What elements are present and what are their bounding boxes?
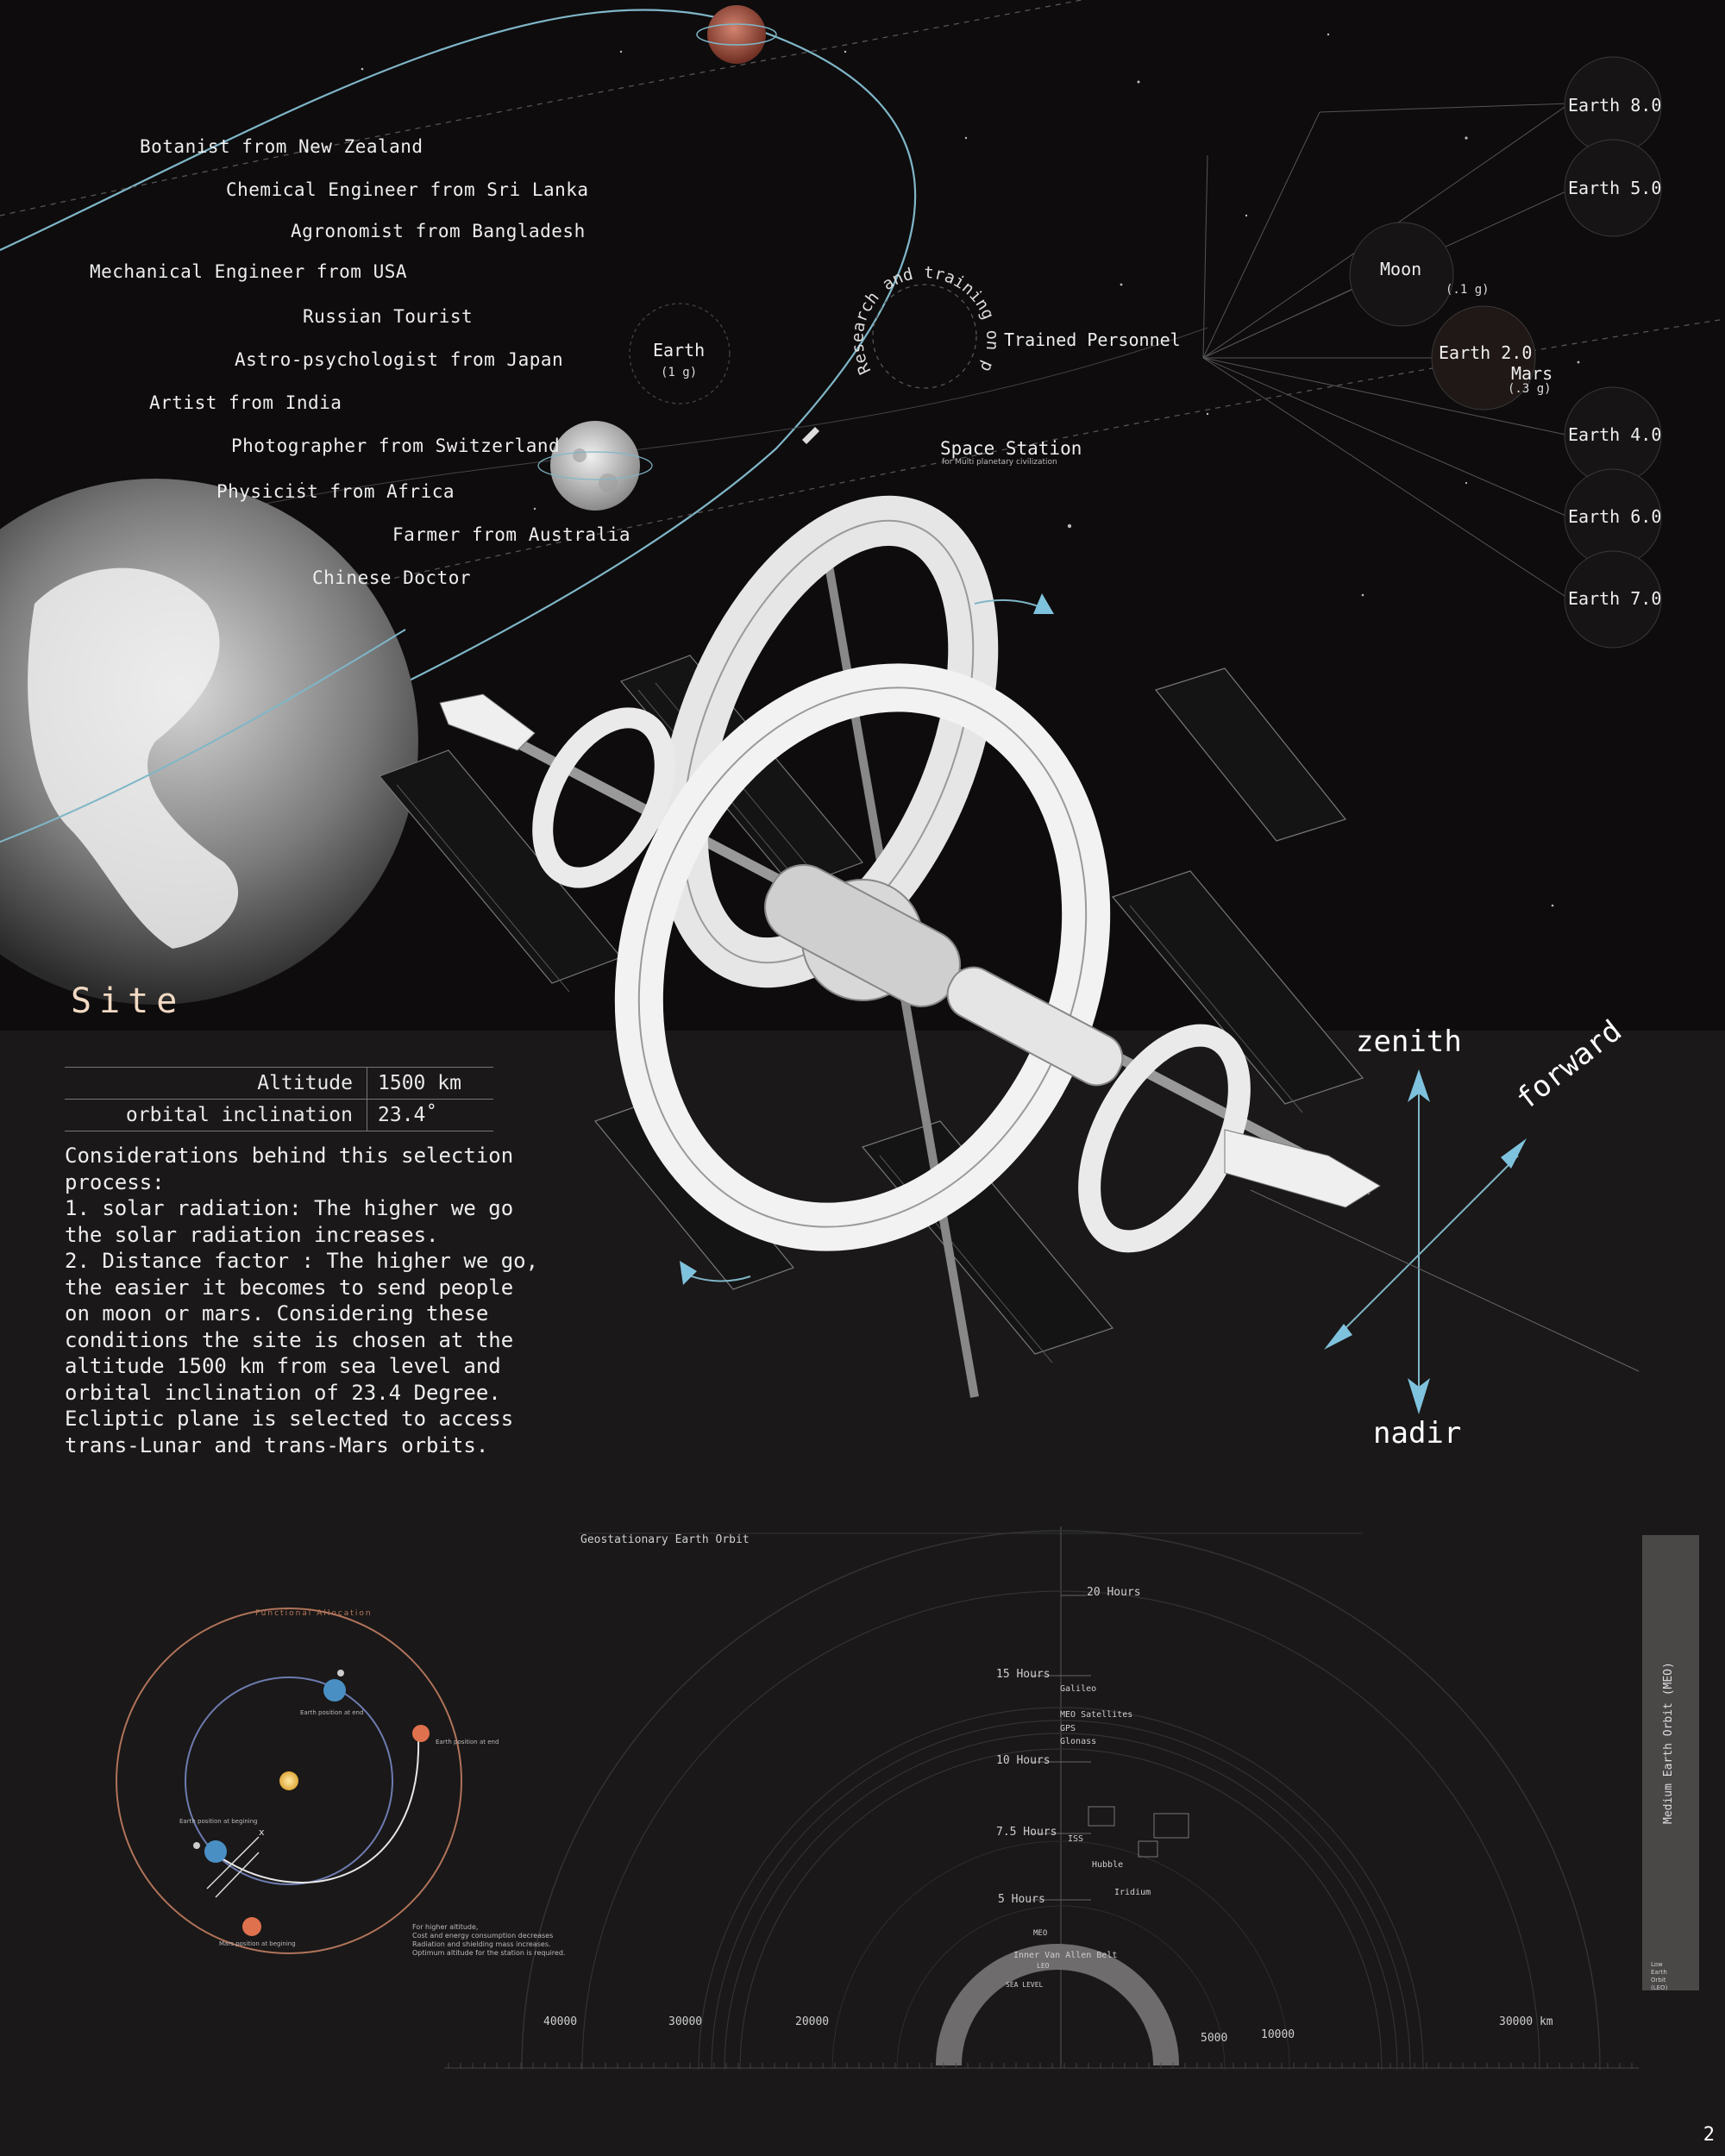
space-station [378, 495, 1381, 1398]
page-number: 2 [1703, 2124, 1715, 2146]
crew-member-label: Russian Tourist [303, 306, 474, 327]
site-table: Altitude 1500 km orbital inclination 23.… [65, 1067, 493, 1131]
earth-begin-label: Earth position at begining [179, 1818, 258, 1825]
meo-bar [1642, 1535, 1699, 1990]
crew-member-label: Botanist from New Zealand [140, 136, 423, 157]
hours-label: 15 Hours [996, 1668, 1051, 1681]
earth-node-gravity: (1 g) [661, 366, 698, 379]
meo-item: Glonass [1060, 1737, 1097, 1746]
trained-personnel-label: Trained Personnel [1004, 329, 1181, 350]
note-line: Cost and energy consumption decreases [412, 1932, 554, 1940]
dest-earth-2: Earth 2.0 [1439, 342, 1533, 363]
space-station-subtitle: for Multi planetary civilization [942, 458, 1057, 467]
sea-level-label: SEA LEVEL [1006, 1981, 1044, 1989]
geo-orbit-label: Geostationary Earth Orbit [580, 1533, 750, 1546]
altitude-note: For higher altitude, Cost and energy con… [412, 1923, 565, 1958]
leo-item: Iridium [1114, 1888, 1151, 1897]
meo-item: MEO Satellites [1060, 1710, 1133, 1720]
tick-label: 5000 [1201, 2032, 1228, 2045]
crew-member-label: Physicist from Africa [216, 481, 455, 502]
site-key: Altitude [65, 1067, 367, 1100]
tick-label: 40000 [543, 2015, 578, 2028]
leo-bar-line: Orbit [1651, 1977, 1666, 1984]
note-line: For higher altitude, [412, 1923, 479, 1931]
dest-earth-5: Earth 5.0 [1568, 178, 1662, 198]
nadir-label: nadir [1373, 1416, 1462, 1451]
tick-label: 30000 km [1499, 2015, 1553, 2028]
leo-bar-line: (LEO) [1651, 1984, 1668, 1991]
site-title: Site [71, 981, 185, 1021]
crew-member-label: Chemical Engineer from Sri Lanka [226, 179, 589, 200]
dest-moon-gravity: (.1 g) [1446, 283, 1490, 297]
leo-bar-line: Low [1651, 1961, 1663, 1968]
crew-member-label: Photographer from Switzerland [231, 436, 561, 456]
note-line: Radiation and shielding mass increases. [412, 1940, 551, 1948]
hours-label: 5 Hours [998, 1893, 1045, 1906]
meo-item: GPS [1060, 1724, 1076, 1733]
mars-end-label: Earth position at end [436, 1739, 499, 1745]
hours-label: 10 Hours [996, 1754, 1051, 1767]
dest-moon: Moon [1380, 259, 1422, 279]
leo-marker: LEO [1037, 1962, 1050, 1970]
x-label: x [259, 1827, 265, 1838]
earth-node-label: Earth [653, 340, 706, 360]
functional-allocation-diagram [116, 1608, 462, 1954]
leo-bar-label: Low Earth Orbit (LEO) [1651, 1961, 1667, 1992]
site-value: 1500 km [367, 1067, 493, 1100]
crew-member-label: Chinese Doctor [312, 567, 472, 588]
crew-member-label: Farmer from Australia [392, 524, 631, 545]
site-value: 23.4˚ [367, 1099, 493, 1131]
leo-item: Hubble [1092, 1860, 1124, 1870]
dest-earth-4: Earth 4.0 [1568, 424, 1662, 445]
leo-item: ISS [1068, 1834, 1084, 1844]
note-line: Optimum altitude for the station is requ… [412, 1949, 566, 1957]
crew-member-label: Artist from India [149, 392, 342, 413]
tick-label: 20000 [795, 2015, 830, 2028]
site-key: orbital inclination [65, 1099, 367, 1131]
table-row: orbital inclination 23.4˚ [65, 1099, 493, 1131]
dest-earth-6: Earth 6.0 [1568, 506, 1662, 527]
meo-bar-label: Medium Earth Orbit (MEO) [1662, 1662, 1675, 1824]
mars-planet [707, 5, 766, 64]
crew-member-label: Mechanical Engineer from USA [90, 261, 408, 282]
considerations-heading: Considerations behind this selection pro… [65, 1144, 514, 1194]
tick-label: 30000 [668, 2015, 703, 2028]
tick-label: 10000 [1261, 2028, 1295, 2041]
considerations-point-1: 1. solar radiation: The higher we go the… [65, 1196, 514, 1247]
belt-label: Inner Van Allen Belt [1013, 1951, 1118, 1960]
considerations-point-2: 2. Distance factor : The higher we go, t… [65, 1249, 539, 1457]
dest-earth-7: Earth 7.0 [1568, 588, 1662, 609]
crew-member-label: Agronomist from Bangladesh [291, 221, 586, 241]
meo-item: Galileo [1060, 1684, 1097, 1694]
space-station-title: Space Station [940, 438, 1082, 459]
leo-bar-line: Earth [1651, 1969, 1667, 1976]
dest-earth-8: Earth 8.0 [1568, 95, 1662, 116]
table-row: Altitude 1500 km [65, 1067, 493, 1100]
dest-mars-gravity: (.3 g) [1508, 382, 1552, 396]
destination-nodes [1349, 56, 1662, 649]
hours-label: 7.5 Hours [996, 1826, 1057, 1839]
crew-member-label: Astro-psychologist from Japan [235, 349, 564, 370]
direction-axes [1250, 1069, 1640, 1414]
dest-mars: Mars [1511, 363, 1553, 384]
mars-begin-label: Mars position at begining [219, 1940, 296, 1947]
meo-marker: MEO [1033, 1929, 1048, 1938]
functional-title: Functional Allocation [255, 1609, 373, 1618]
moon-planet [550, 421, 640, 511]
considerations-text: Considerations behind this selection pro… [65, 1143, 548, 1458]
hours-label: 20 Hours [1087, 1586, 1141, 1599]
zenith-label: zenith [1356, 1025, 1462, 1059]
earth-end-label: Earth position at end [300, 1709, 364, 1716]
orbit-altitude-chart [444, 1526, 1639, 2071]
